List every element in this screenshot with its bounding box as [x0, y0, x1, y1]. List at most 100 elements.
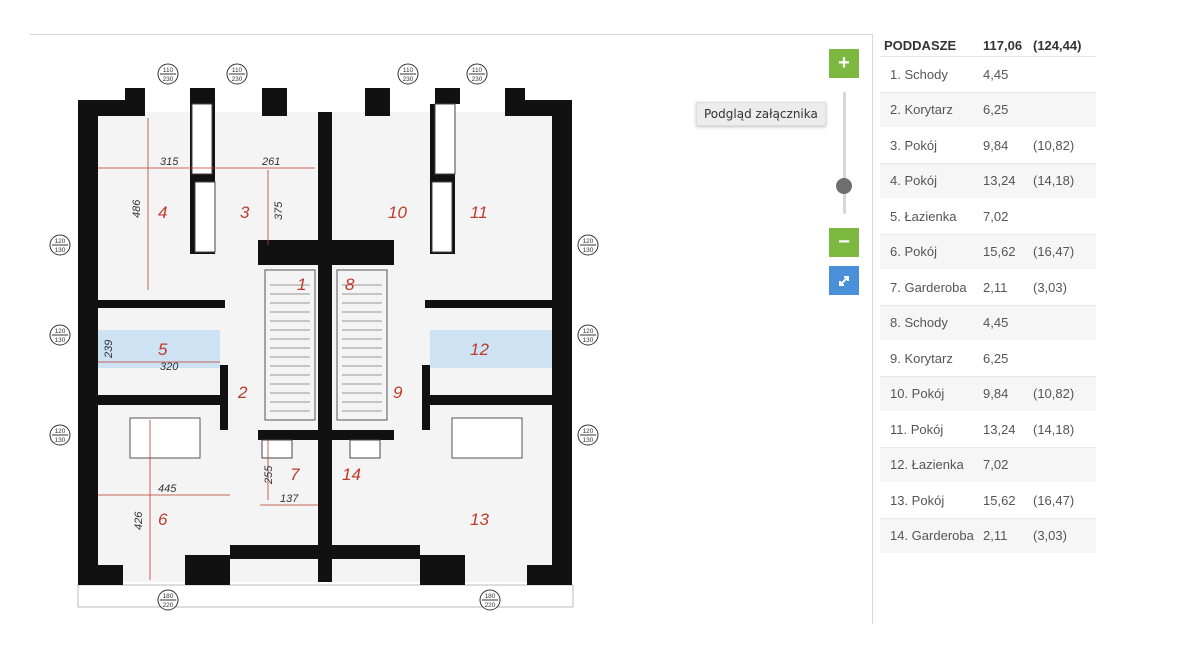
cell-area: 7,02 — [983, 457, 1009, 473]
cell-area: 4,45 — [983, 66, 1009, 82]
cell-area: 6,25 — [983, 102, 1009, 118]
fullscreen-button[interactable] — [829, 266, 859, 295]
window-size: 130 — [55, 247, 66, 254]
table-row: 7. Garderoba 2,11 (3,03) — [880, 270, 1096, 306]
window-size: 220 — [485, 602, 496, 609]
cell-area: 15,62 — [983, 244, 1016, 260]
room-label: 3 — [240, 203, 250, 222]
room-area-table: PODDASZE 117,06 (124,44) 1. Schody 4,45 2.… — [880, 34, 1096, 554]
table-row: 9. Korytarz 6,25 — [880, 341, 1096, 377]
cell-name: 10. Pokój — [890, 386, 945, 402]
room-label: 1 — [297, 275, 306, 294]
total-area: 117,06 — [983, 37, 1023, 53]
dimension-label: 426 — [133, 511, 145, 530]
table-row: 8. Schody 4,45 — [880, 305, 1096, 341]
zoom-in-button[interactable]: + — [829, 49, 859, 78]
table-row: 6. Pokój 15,62 (16,47) — [880, 234, 1096, 270]
zoom-slider[interactable] — [843, 92, 846, 214]
cell-area: 15,62 — [983, 492, 1016, 508]
cell-name: 9. Korytarz — [890, 350, 953, 366]
cell-name: 5. Łazienka — [890, 208, 957, 224]
window-size: 220 — [163, 602, 174, 609]
dimension-label: 445 — [158, 483, 177, 495]
window-size: 180 — [485, 593, 496, 600]
table-header: PODDASZE 117,06 (124,44) — [880, 34, 1096, 57]
cell-name: 12. Łazienka — [890, 457, 964, 473]
cell-name: 13. Pokój — [890, 492, 945, 508]
dimension-label: 315 — [160, 156, 179, 168]
tooltip: Podgląd załącznika — [696, 102, 826, 126]
minus-icon: − — [838, 231, 850, 253]
window-size: 230 — [403, 76, 414, 83]
cell-area2: (10,82) — [1033, 386, 1075, 402]
cell-area2: (14,18) — [1033, 173, 1075, 189]
plus-icon: + — [838, 52, 850, 74]
room-label: 11 — [470, 203, 488, 222]
cell-area2: (3,03) — [1033, 279, 1067, 295]
window-size: 130 — [583, 437, 594, 444]
floor-plan-image[interactable]: 1 2 3 4 5 6 7 8 9 10 11 12 13 14 315 261… — [40, 50, 600, 625]
window-size: 230 — [232, 76, 243, 83]
cell-name: 6. Pokój — [890, 244, 937, 260]
table-row: 13. Pokój 15,62 (16,47) — [880, 483, 1096, 519]
zoom-out-button[interactable]: − — [829, 228, 859, 257]
room-label: 8 — [345, 275, 355, 294]
dimension-label: 320 — [160, 361, 179, 373]
dimension-label: 137 — [280, 493, 299, 505]
room-label: 9 — [393, 383, 403, 402]
cell-name: 8. Schody — [890, 315, 948, 331]
cell-area2: (16,47) — [1033, 244, 1075, 260]
window-size: 110 — [472, 67, 483, 74]
total-area-gross: (124,44) — [1033, 37, 1082, 53]
expand-icon — [839, 275, 849, 286]
cell-name: 3. Pokój — [890, 137, 937, 153]
zoom-slider-thumb[interactable] — [836, 177, 852, 194]
cell-area: 13,24 — [983, 421, 1016, 437]
dimension-label: 261 — [261, 156, 280, 168]
cell-name: 1. Schody — [890, 66, 948, 82]
window-size: 130 — [55, 437, 66, 444]
floor-name: PODDASZE — [884, 37, 957, 53]
window-size: 120 — [583, 238, 594, 245]
cell-area: 6,25 — [983, 350, 1009, 366]
table-row: 1. Schody 4,45 — [880, 57, 1096, 93]
window-size: 130 — [583, 337, 594, 344]
window-size: 130 — [583, 247, 594, 254]
cell-area2: (16,47) — [1033, 492, 1075, 508]
window-size: 110 — [403, 67, 414, 74]
room-label: 4 — [158, 203, 167, 222]
cell-area: 4,45 — [983, 315, 1009, 331]
cell-name: 7. Garderoba — [890, 279, 967, 295]
room-label: 10 — [388, 203, 407, 222]
room-label: 13 — [470, 510, 489, 529]
table-row: 5. Łazienka 7,02 — [880, 199, 1096, 235]
cell-area: 2,11 — [983, 279, 1008, 295]
cell-area2: (14,18) — [1033, 421, 1075, 437]
cell-name: 4. Pokój — [890, 173, 937, 189]
window-size: 120 — [55, 238, 66, 245]
cell-area2: (10,82) — [1033, 137, 1075, 153]
window-size: 120 — [55, 328, 66, 335]
window-size: 130 — [55, 337, 66, 344]
window-size: 120 — [583, 428, 594, 435]
cell-area: 7,02 — [983, 208, 1009, 224]
cell-area: 2,11 — [983, 528, 1008, 544]
room-label: 12 — [470, 340, 489, 359]
dimension-label: 486 — [131, 199, 143, 218]
window-size: 180 — [163, 593, 174, 600]
window-size: 110 — [163, 67, 174, 74]
table-row: 12. Łazienka 7,02 — [880, 447, 1096, 483]
